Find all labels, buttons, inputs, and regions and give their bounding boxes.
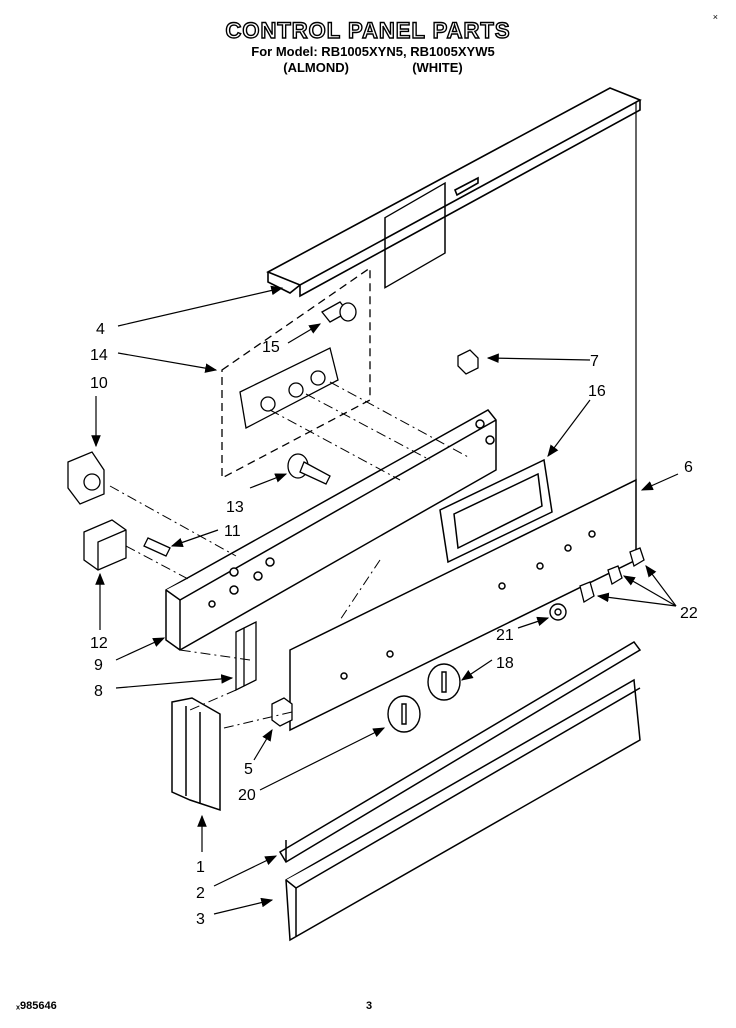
callout-15: 15 <box>262 339 280 356</box>
callout-4: 4 <box>96 321 105 338</box>
part-15-clip <box>321 301 357 323</box>
variant-line: (ALMOND) (WHITE) <box>0 60 736 75</box>
callout-2: 2 <box>196 885 205 902</box>
dashed-enclosure <box>221 266 371 480</box>
callout-18: 18 <box>496 655 514 672</box>
callout-13: 13 <box>226 499 244 516</box>
part-21-grommet <box>549 603 567 621</box>
callout-21: 21 <box>496 627 514 644</box>
part-2-trim <box>278 641 642 864</box>
page-number: 3 <box>366 1000 373 1012</box>
corner-mark: × <box>712 12 718 22</box>
callout-11: 11 <box>224 523 241 540</box>
callout-1: 1 <box>196 859 205 876</box>
part-22-buttons <box>579 547 645 604</box>
part-8-bracket <box>235 620 257 692</box>
callout-labels: 4 14 15 7 10 16 6 13 11 12 9 8 18 21 22 … <box>90 321 698 928</box>
part-11-element <box>143 537 171 557</box>
variant-almond: (ALMOND) <box>283 60 349 75</box>
part-10-switch <box>67 451 105 505</box>
part-14-bracket <box>239 347 339 429</box>
assembly-guides <box>109 381 471 729</box>
part-12-timer <box>83 519 127 571</box>
callout-9: 9 <box>94 657 103 674</box>
part-3-trim <box>285 678 641 942</box>
callout-12: 12 <box>90 635 108 652</box>
part-16-frame <box>439 458 553 564</box>
part-5-clip <box>271 697 293 727</box>
callout-8: 8 <box>94 683 103 700</box>
model-line: For Model: RB1005XYN5, RB1005XYW5 <box>251 44 495 59</box>
callout-22: 22 <box>680 605 698 622</box>
part-7-clip <box>457 349 479 375</box>
variant-white: (WHITE) <box>412 60 463 75</box>
callout-14: 14 <box>90 347 108 364</box>
callout-5: 5 <box>244 761 253 778</box>
document-number: ₓ985646 <box>16 1000 57 1012</box>
callout-20: 20 <box>238 787 256 804</box>
callout-7: 7 <box>590 353 599 370</box>
callout-10: 10 <box>90 375 108 392</box>
page-title: CONTROL PANEL PARTS <box>225 17 511 43</box>
top-trim-part <box>266 87 642 298</box>
part-13-valve <box>287 453 331 485</box>
callout-16: 16 <box>588 383 606 400</box>
part-1-endcap <box>171 697 221 812</box>
leader-lines <box>91 285 679 915</box>
callout-3: 3 <box>196 911 205 928</box>
callout-6: 6 <box>684 459 693 476</box>
part-9-console <box>165 181 497 651</box>
part-20-knob <box>387 695 421 733</box>
part-18-knob <box>427 663 461 701</box>
